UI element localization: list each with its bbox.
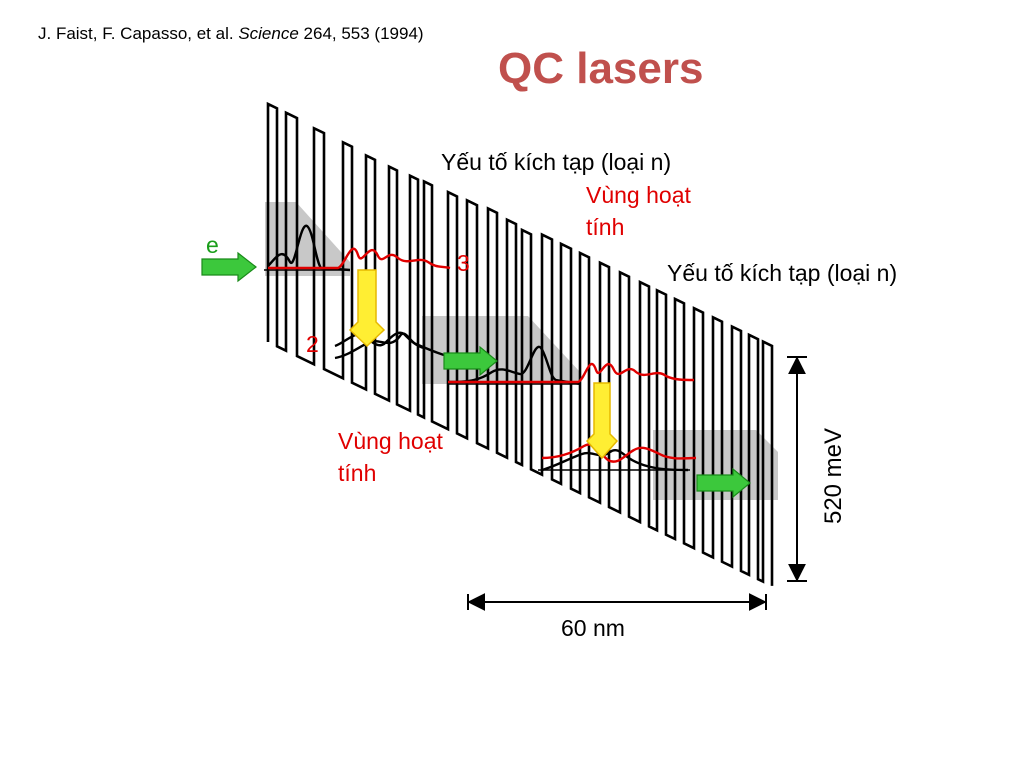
energy-scale-label: 520 meV [820,428,847,524]
level-3-wavefunction-1 [268,247,451,270]
electron-flow-arrow [443,345,498,377]
transition-arrows [348,269,619,460]
active-region-label-line: Vùng hoạt [338,428,443,454]
level-2-label: 2 [306,331,319,357]
active-region-label-line: tính [586,214,625,241]
active-region-label-line: tính [338,460,377,487]
level-2-wavefunction-2 [541,448,689,472]
length-scale-label: 60 nm [561,615,625,641]
scale-bars [467,356,807,611]
active-region-label-line: Vùng hoạt [586,182,691,208]
injector-wavefunction-2 [447,345,581,386]
citation-journal: Science [238,24,299,43]
level-3-wavefunction-2 [448,362,695,384]
level-1-wavefunction-2 [541,443,697,463]
citation-authors: J. Faist, F. Capasso, et al. [38,24,234,43]
doping-label-top: Yếu tố kích tạp (loại n) [441,149,672,175]
doping-region [422,316,580,384]
electron-flow-arrow [696,467,751,499]
injector-ground-state [267,224,351,272]
citation-details: 264, 553 (1994) [303,24,424,43]
level-2-wavefunction-1 [334,332,457,360]
wavefunctions [267,224,697,472]
barrier-well-profile [266,101,774,586]
electron-label: e [206,232,219,258]
active-region-label-bottom: Vùng hoạt tính [338,425,443,489]
transition-arrow-3-to-2 [348,269,386,348]
electron-arrows [201,251,751,499]
electron-injection-arrow [201,251,257,283]
active-region-label-top: Vùng hoạt tính [586,179,691,243]
slide-title: QC lasers [498,44,704,93]
level-3-label: 3 [457,250,470,276]
transition-arrow-3-to-2 [585,382,619,460]
doping-label-right: Yếu tố kích tạp (loại n) [667,260,898,286]
citation: J. Faist, F. Capasso, et al. Science 264… [38,24,424,44]
